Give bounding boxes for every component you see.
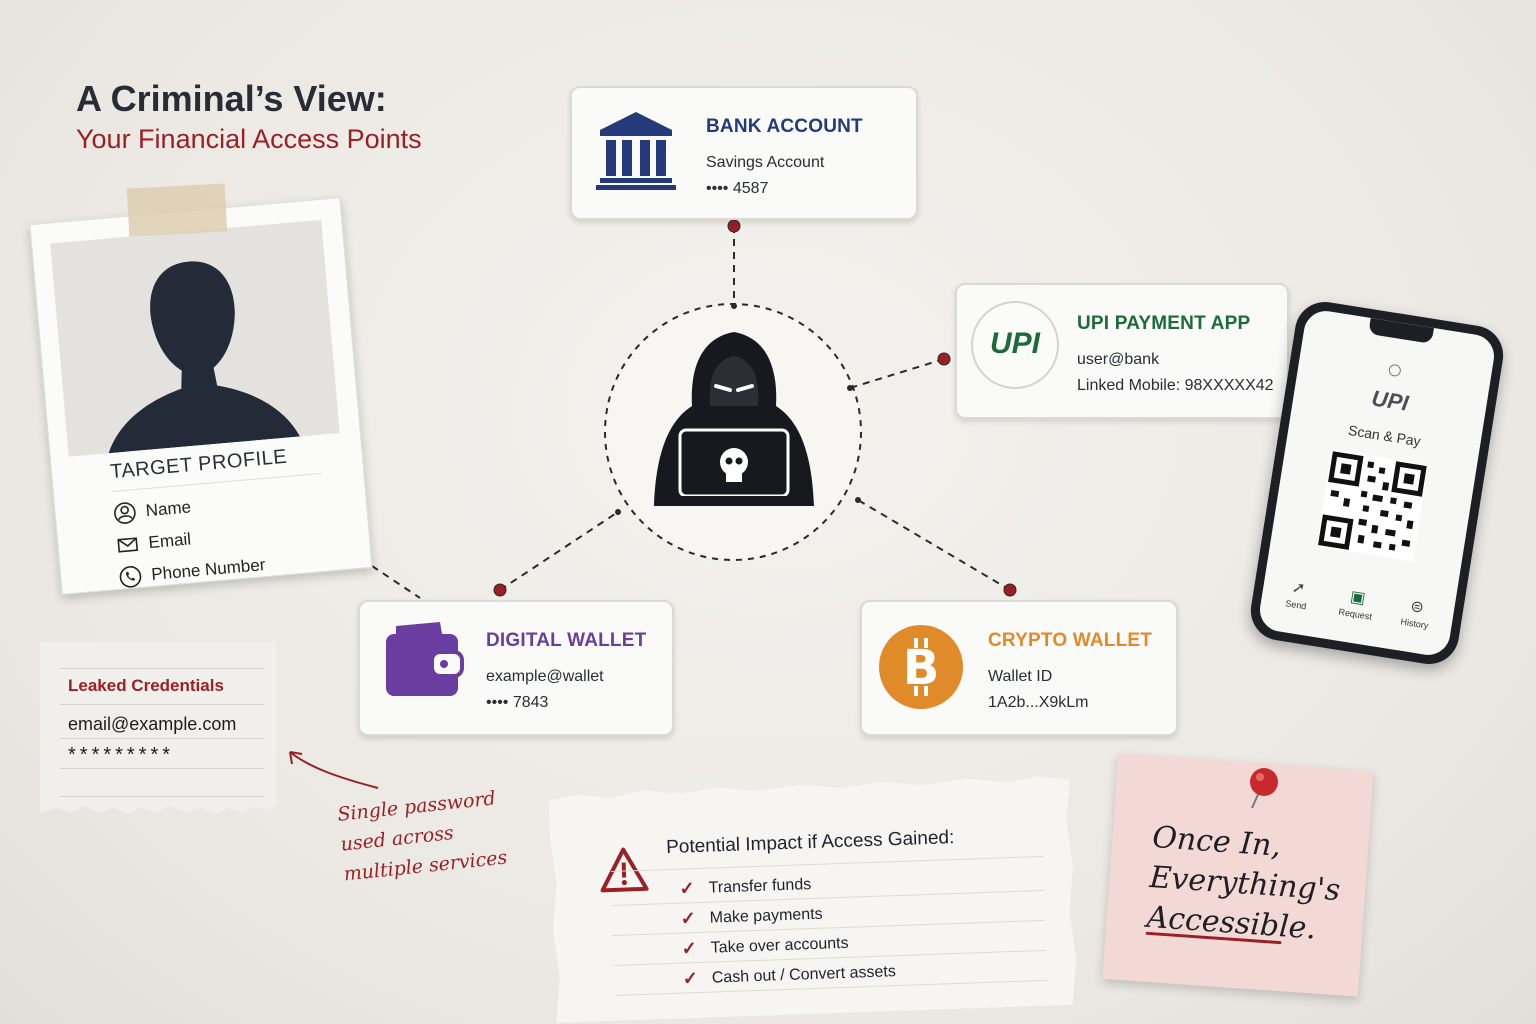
page-subtitle: Your Financial Access Points [76, 124, 422, 154]
crypto-wallet-card[interactable]: B CRYPTO WALLET Wallet ID 1A2b...X9kLm [860, 600, 1178, 736]
wallet-card-title: DIGITAL WALLET [486, 630, 647, 651]
bank-icon [596, 112, 676, 190]
leaked-password: ********* [68, 744, 175, 766]
handwritten-note: Single password used across multiple ser… [336, 787, 509, 886]
phone-screen: UPI Scan & Pay ➚Send ▣Request ⊜History [1256, 307, 1498, 659]
person-silhouette-icon [108, 261, 300, 454]
upi-id: user@bank [1077, 351, 1160, 368]
bank-card-title: BANK ACCOUNT [706, 116, 863, 137]
history-icon: ⊜ [1409, 597, 1425, 617]
phone-icon [119, 566, 142, 588]
check-icon: ✓ [682, 968, 699, 989]
send-icon: ➚ [1290, 579, 1307, 598]
target-profile-card: TARGET PROFILE Name Email Phone Number [29, 197, 373, 595]
qr-code-icon[interactable] [1316, 449, 1429, 562]
page-title: A Criminal’s View: [76, 78, 387, 119]
phone-nav-request[interactable]: ▣Request [1330, 584, 1384, 623]
crypto-wallet-id: 1A2b...X9kLm [988, 694, 1089, 711]
impact-item: ✓Take over accounts [681, 934, 849, 959]
wallet-number: •••• 7843 [486, 694, 549, 711]
profile-field-email: Email [116, 528, 192, 556]
upi-logo-text: UPI [989, 327, 1040, 360]
hacker-icon [654, 332, 814, 506]
profile-field-name: Name [113, 496, 192, 525]
phone-nav-history[interactable]: ⊜History [1389, 593, 1443, 632]
leaked-email: email@example.com [68, 714, 237, 734]
sticky-text: Once In, Everything's Accessible. [1145, 819, 1342, 947]
crypto-wallet-label: Wallet ID [988, 668, 1053, 685]
mail-icon [117, 537, 139, 553]
bank-account-type: Savings Account [706, 154, 825, 171]
wallet-id: example@wallet [486, 668, 604, 685]
profile-field-phone: Phone Number [119, 554, 267, 589]
leaked-credentials-note: Leaked Credentials email@example.com ***… [40, 642, 276, 815]
impact-title: Potential Impact if Access Gained: [665, 827, 955, 859]
bitcoin-icon: B [879, 625, 963, 709]
bank-account-number: •••• 4587 [706, 180, 769, 197]
profile-photo [50, 219, 340, 457]
push-pin-icon [1250, 768, 1278, 809]
leaked-title: Leaked Credentials [68, 676, 224, 695]
sticky-note: Once In, Everything's Accessible. [1102, 753, 1374, 997]
wallet-icon [386, 622, 464, 696]
crypto-card-title: CRYPTO WALLET [988, 630, 1153, 651]
check-icon: ✓ [679, 878, 696, 899]
camera-icon [1387, 363, 1402, 378]
check-icon: ✓ [681, 938, 698, 959]
arrow-to-credentials [289, 751, 379, 789]
phone-nav-send[interactable]: ➚Send [1270, 574, 1324, 613]
user-icon [114, 502, 136, 524]
impact-item: ✓Make payments [680, 905, 823, 929]
digital-wallet-card[interactable]: DIGITAL WALLET example@wallet •••• 7843 [358, 600, 674, 736]
check-icon: ✓ [680, 908, 697, 929]
phone-mockup: UPI Scan & Pay ➚Send ▣Request ⊜History [1246, 297, 1508, 669]
bank-account-card[interactable]: BANK ACCOUNT Savings Account •••• 4587 [570, 86, 918, 220]
impact-note: Potential Impact if Access Gained: ✓Tran… [548, 773, 1078, 1023]
impact-item: ✓Transfer funds [679, 875, 812, 899]
upi-payment-card[interactable]: UPI UPI PAYMENT APP user@bank Linked Mob… [955, 283, 1289, 419]
svg-text:B: B [903, 640, 940, 696]
upi-logo-icon: UPI [971, 301, 1059, 389]
upi-card-title: UPI PAYMENT APP [1077, 313, 1251, 334]
upi-linked-mobile: Linked Mobile: 98XXXXX42 [1077, 377, 1274, 394]
tape [126, 183, 228, 237]
